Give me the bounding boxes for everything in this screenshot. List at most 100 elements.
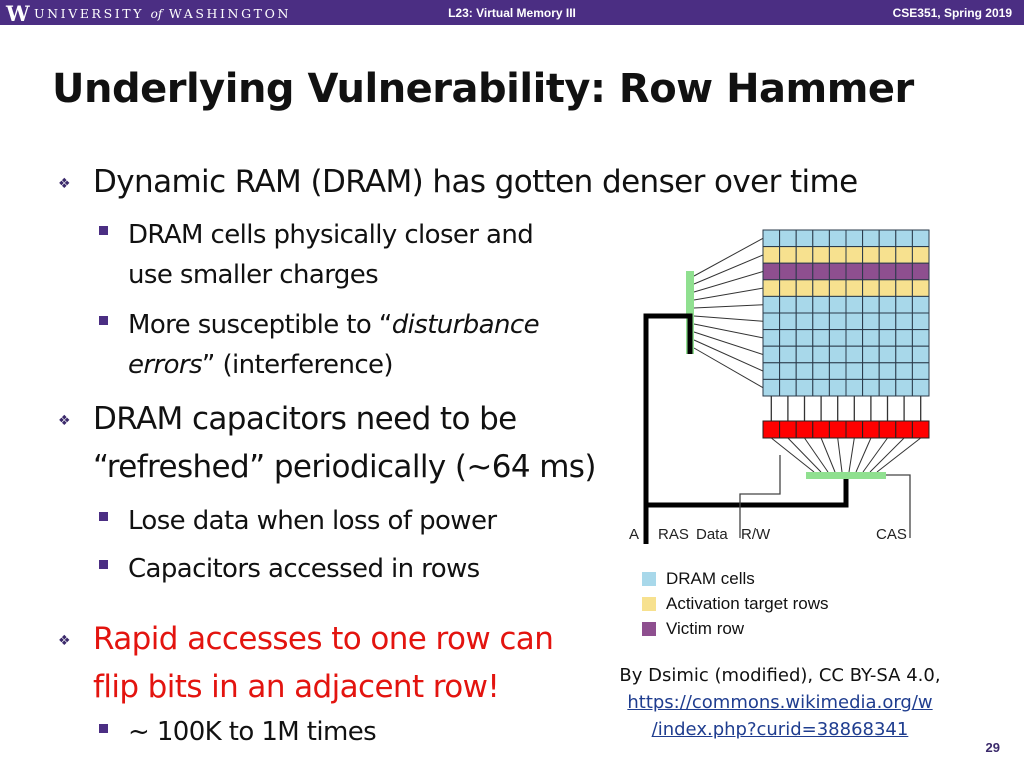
dram-cell — [862, 262, 880, 281]
credit-source-link[interactable]: https://commons.wikimedia.org/w/index.ph… — [627, 692, 932, 740]
dram-cell — [828, 246, 847, 264]
square-bullet-icon — [99, 560, 108, 569]
legend-swatch-victim-row — [642, 622, 656, 636]
bullet-rapid-access-line2: flip bits in an adjacent row! — [93, 669, 500, 705]
square-bullet-icon — [99, 226, 108, 235]
dram-cell — [828, 345, 847, 364]
dram-cell — [779, 246, 797, 264]
dram-cell — [845, 295, 864, 314]
dram-cell — [762, 312, 781, 331]
dram-cell — [762, 345, 781, 364]
sense-amplifier-row — [762, 420, 930, 439]
dram-cell — [862, 295, 880, 314]
credit-link-line1: https://commons.wikimedia.org/w — [627, 692, 933, 713]
square-bullet-icon — [99, 724, 108, 733]
dram-cell — [828, 378, 847, 397]
column-wire — [787, 437, 822, 473]
dram-cell — [762, 279, 781, 297]
dram-cell — [862, 246, 880, 264]
sub-bullet-lose-data: Lose data when loss of power — [128, 506, 497, 536]
legend-swatch-dram-cells — [642, 572, 656, 586]
column-wire — [770, 437, 815, 473]
dram-cell — [862, 229, 880, 248]
signal-label-ras: RAS — [658, 526, 689, 543]
dram-cell — [862, 312, 880, 331]
dram-cell — [911, 312, 930, 331]
credit-link-line2: /index.php?curid=38868341 — [651, 719, 909, 740]
signal-label-a: A — [629, 526, 639, 543]
emphasis-errors: errors — [128, 350, 203, 380]
cas-wire — [886, 474, 911, 538]
bullet-rapid-access-line1: Rapid accesses to one row can — [93, 621, 554, 657]
dram-cell — [911, 246, 930, 264]
dram-cell — [779, 378, 797, 397]
legend-label-dram-cells: DRAM cells — [666, 569, 755, 588]
dram-cell — [878, 246, 897, 264]
legend-label-activation-rows: Activation target rows — [666, 594, 829, 613]
uw-logo-icon: W — [6, 1, 30, 26]
dram-cell — [845, 378, 864, 397]
dram-cell — [845, 312, 864, 331]
dram-cell — [762, 229, 781, 248]
dram-cell — [828, 312, 847, 331]
dram-cell — [878, 262, 897, 281]
bullet-refresh-line1: DRAM capacitors need to be — [93, 401, 517, 437]
sense-amplifier — [828, 420, 847, 439]
diamond-bullet-icon: ❖ — [58, 633, 71, 649]
dram-cell — [795, 329, 814, 347]
dram-cell — [795, 312, 814, 331]
dram-cell — [812, 295, 830, 314]
dram-cell — [911, 229, 930, 248]
dram-cell — [895, 362, 913, 380]
sense-amplifier — [862, 420, 880, 439]
dram-cell — [895, 345, 913, 364]
dram-cell — [895, 279, 913, 297]
diamond-bullet-icon: ❖ — [58, 176, 71, 192]
dram-cell — [812, 279, 830, 297]
dram-cell — [828, 229, 847, 248]
column-wire — [862, 437, 888, 473]
dram-cell — [911, 295, 930, 314]
dram-cell — [812, 229, 830, 248]
dram-cell — [828, 329, 847, 347]
column-wire — [837, 437, 843, 473]
sense-amplifier — [762, 420, 781, 439]
dram-cell — [795, 262, 814, 281]
dram-cell — [812, 312, 830, 331]
dram-cell — [779, 329, 797, 347]
dram-cell — [895, 295, 913, 314]
column-wire — [876, 437, 922, 473]
dram-cell — [812, 362, 830, 380]
dram-cell — [779, 262, 797, 281]
bit-lines — [770, 396, 922, 421]
university-name-of: of — [150, 7, 163, 21]
dram-cell — [812, 246, 830, 264]
dram-cell — [828, 295, 847, 314]
dram-cell — [795, 345, 814, 364]
dram-cell — [828, 262, 847, 281]
column-decoder — [806, 472, 886, 479]
word-line — [693, 315, 764, 322]
dram-cell — [795, 295, 814, 314]
dram-cell — [762, 329, 781, 347]
dram-cell — [895, 262, 913, 281]
dram-cell — [845, 246, 864, 264]
signal-label-cas: CAS — [876, 526, 907, 543]
dram-cell — [878, 329, 897, 347]
dram-cell — [862, 279, 880, 297]
dram-cell — [911, 378, 930, 397]
sense-amplifier — [795, 420, 814, 439]
sub-bullet-cells-closer-line1: DRAM cells physically closer and — [128, 220, 534, 250]
dram-cell — [911, 262, 930, 281]
dram-cell — [895, 329, 913, 347]
dram-cell-grid — [762, 229, 930, 397]
dram-cell — [895, 246, 913, 264]
dram-cell — [762, 262, 781, 281]
university-name-part1: UNIVERSITY — [34, 6, 145, 21]
image-credit: By Dsimic (modified), CC BY-SA 4.0, http… — [612, 662, 948, 743]
sub-bullet-interference-text: ” (interference) — [201, 350, 394, 380]
dram-cell — [812, 345, 830, 364]
dram-cell — [779, 312, 797, 331]
dram-cell — [911, 279, 930, 297]
emphasis-disturbance: disturbance — [391, 310, 540, 340]
